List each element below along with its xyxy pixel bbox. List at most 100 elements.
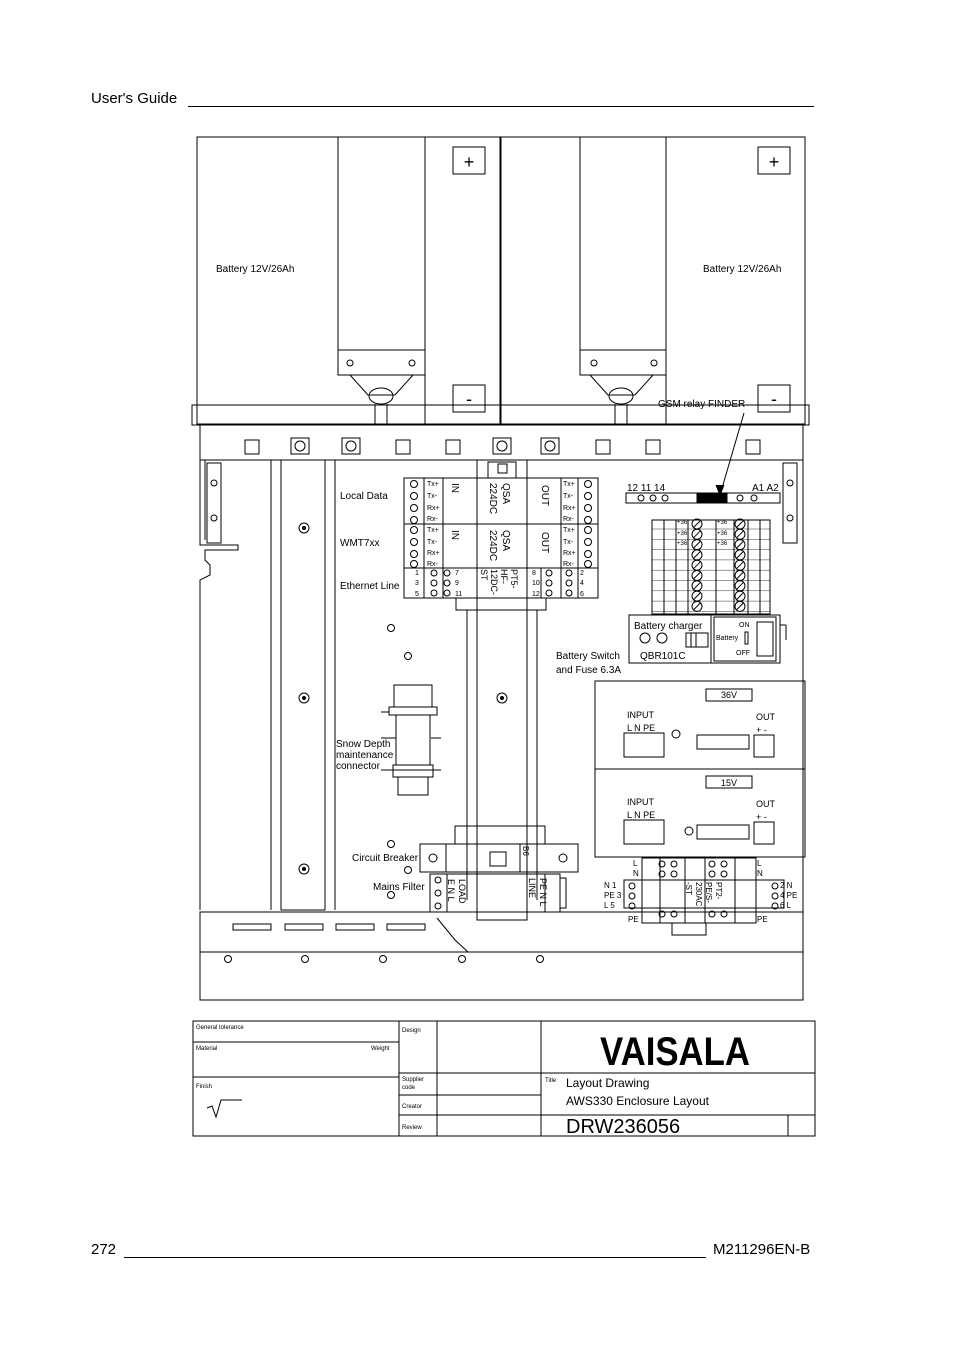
qsa1-pin-txp-l: Tx+ [427,481,439,488]
battery-right-plus: + [769,152,780,172]
psu15-out: OUT [756,799,776,809]
qsa1-pin-txp-r: Tx+ [563,481,575,488]
gsm-relay-label: GSM relay FINDER [658,399,745,410]
relay-coil-label: A1 A2 [752,483,779,494]
battery-charger-label: Battery charger [634,621,703,632]
qsa1-out: OUT [539,485,550,506]
pt2-left-pin-3: L 5 [604,901,615,910]
battery-switch-label-2: and Fuse 6.3A [556,665,621,676]
pt5-num-2: 2 [580,570,584,577]
pt5-label-4: ST [479,569,489,581]
pt2-label-4: -ST [684,882,693,895]
qsa1-model-2: 224DC [487,483,498,514]
filter-load-2: E N L [446,879,456,902]
pt5-num-1: 1 [415,570,419,577]
page-number: 272 [91,1241,117,1258]
circuit-breaker [419,825,579,873]
qsa1-pin-txm-r: Tx- [563,493,574,500]
tb-drawing-number: DRW236056 [566,1116,680,1138]
battery-left [196,136,501,425]
terminal-screw-slot [693,520,701,528]
page-header-title: User's Guide [91,90,178,107]
charger-model-label: QBR101C [640,651,686,662]
terminal-screw-slot [736,530,744,539]
footer-rule [124,1257,706,1258]
term-label-2: +36 [677,531,688,537]
term-label-5: +36 [717,531,728,537]
breaker-b6: B6 [521,846,530,856]
battery-left-plus: + [464,152,475,172]
terminal-screw-slot [693,561,701,570]
local-data-label: Local Data [340,491,388,502]
terminal-screw-slot [736,592,744,600]
document-id: M211296EN-B [713,1241,811,1258]
qsa1-pin-rxp-r: Rx+ [563,505,576,512]
switch-off-label: OFF [736,650,750,657]
pt5-num-4: 4 [580,580,584,587]
vaisala-logo: VAISALA [600,1030,750,1074]
pt2-top-l-right: L [757,859,762,868]
tb-material: Material [196,1046,217,1052]
pt5-surge-module [403,461,599,611]
qsa2-in: IN [449,530,460,540]
snow-depth-label-1: Snow Depth [336,739,390,750]
chassis [191,404,810,1001]
qsa1-pin-rxp-l: Rx+ [427,505,440,512]
pt2-surge-module [623,857,785,936]
tb-design: Design [402,1028,421,1034]
pt5-num-10: 10 [532,580,540,587]
pt2-label-1: PT2- [714,882,723,900]
pt5-num-5: 5 [415,591,419,598]
qsa1-pin-rxm-r: Rx- [563,516,575,523]
psu15-input-pins: L N PE [627,810,655,820]
psu-15-label: 15V [721,778,737,788]
pt2-top-n-left: N [633,869,639,878]
pt2-left-pin-1: N 1 [604,881,617,890]
pt2-bottom-pe-right: PE [757,915,768,924]
tb-title-label: Title [545,1078,557,1084]
qsa1-model-1: QSA [500,483,511,504]
pt5-label-3: 12DC- [489,569,499,595]
psu36-input-pins: L N PE [627,723,655,733]
pt5-label-2: HF- [499,569,509,584]
filter-load-1: LOAD [457,879,467,904]
pt5-num-6: 6 [580,591,584,598]
mains-filter-label: Mains Filter [373,882,425,893]
tb-review: Review [402,1125,422,1131]
tb-general-tolerance: General tolerance [196,1025,244,1031]
tb-finish: Finish [196,1084,212,1090]
pt5-num-8: 8 [532,570,536,577]
tb-supplier-2: code [402,1085,416,1091]
qsa2-pin-rxm-l: Rx- [427,561,439,568]
qsa2-pin-txm-l: Tx- [427,539,438,546]
qsa2-model-1: QSA [500,530,511,551]
term-label-3: +36 [677,541,688,547]
terminal-screw-slot [736,571,744,580]
terminal-screw-slot [736,581,744,590]
psu-36-label: 36V [721,690,737,700]
snow-depth-label-2: maintenance [336,750,394,761]
battery-right-label: Battery 12V/26Ah [703,264,781,275]
battery-right [500,136,806,425]
qsa2-pin-txp-l: Tx+ [427,527,439,534]
term-label-1: +36 [677,520,688,526]
terminal-screw-slot [736,520,744,528]
terminal-screw-slot [693,571,701,580]
qsa2-model-2: 224DC [487,530,498,561]
pt5-num-7: 7 [455,570,459,577]
mains-filter [429,873,567,913]
ethernet-label: Ethernet Line [340,581,400,592]
qsa2-pin-rxp-l: Rx+ [427,550,440,557]
tb-title-line2: AWS330 Enclosure Layout [566,1094,710,1108]
pt5-num-9: 9 [455,580,459,587]
terminal-screw-slot [736,602,744,611]
pt2-label-3: 230AC [694,882,703,907]
psu36-input: INPUT [627,710,655,720]
tb-supplier-1: Supplier [402,1077,424,1083]
switch-battery-label: Battery [716,635,739,642]
battery-left-minus: - [466,389,472,409]
snow-depth-label-3: connector [336,761,381,772]
psu36-out: OUT [756,712,776,722]
qsa2-pin-txm-r: Tx- [563,539,574,546]
qsa1-pin-rxm-l: Rx- [427,516,439,523]
